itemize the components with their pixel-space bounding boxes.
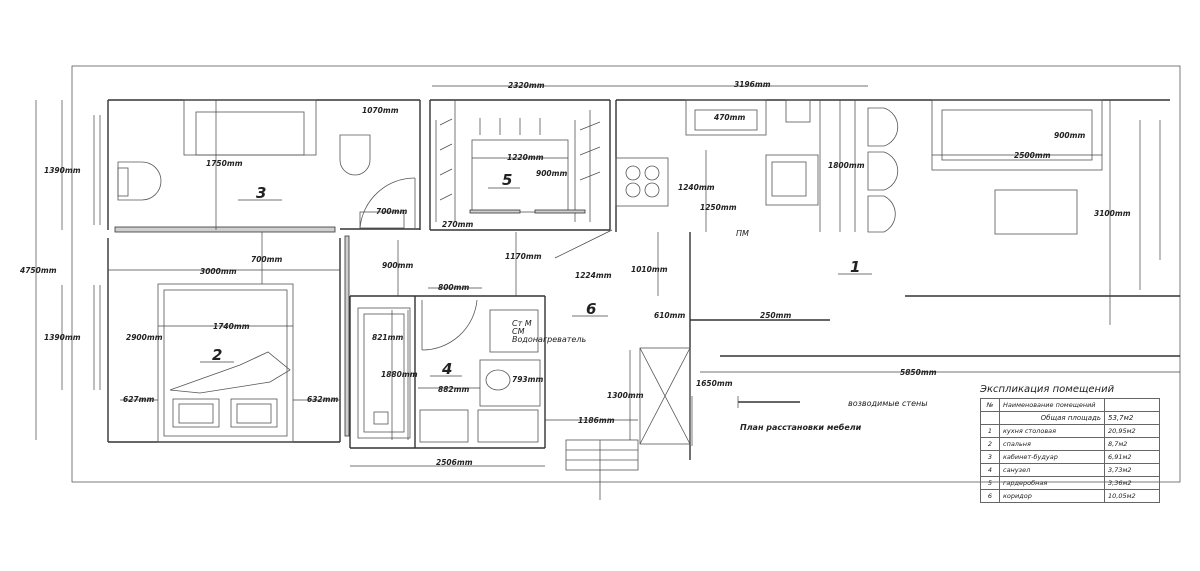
kitchen-furniture — [615, 99, 1103, 235]
dimension-label: 1880mm — [381, 370, 418, 379]
dimension-label: 2320mm — [508, 81, 545, 90]
new-walls-label: возводимые стены — [848, 399, 928, 408]
bathroom-fixtures — [357, 299, 541, 443]
legend-row-area: 3,73м2 — [1104, 463, 1160, 477]
dimension-label: 1390mm — [44, 333, 81, 342]
room-number: 5 — [502, 171, 512, 189]
legend-row-name: спальня — [999, 437, 1105, 451]
dimension-label: 900mm — [536, 169, 567, 178]
room-number: 1 — [850, 258, 860, 276]
legend-total-row: Общая площадь 53,7м2 — [980, 411, 1160, 425]
room-number: 6 — [586, 300, 596, 318]
legend-row-area: 6,91м2 — [1104, 450, 1160, 464]
dimension-label: 627mm — [123, 395, 154, 404]
room-5-walls — [429, 99, 611, 231]
legend-row: 2 спальня 8,7м2 — [980, 437, 1160, 451]
legend-row-name: кабинет-будуар — [999, 450, 1105, 464]
dimension-label: 1300mm — [607, 391, 644, 400]
dimension-label: 1740mm — [213, 322, 250, 331]
legend-total-num — [980, 411, 1000, 425]
appliance-label: Ст М — [512, 319, 532, 328]
dimension-label: 2900mm — [126, 333, 163, 342]
dimension-label: 900mm — [382, 261, 413, 270]
legend-title: Экспликация помещений — [980, 384, 1115, 395]
dimension-label: 882mm — [438, 385, 469, 394]
dimension-label: 2506mm — [436, 458, 473, 467]
dimension-label: 1750mm — [206, 159, 243, 168]
room-number: 2 — [212, 346, 222, 364]
dimension-label: 700mm — [251, 255, 282, 264]
legend-header-num: № — [980, 398, 1000, 412]
legend-header-row: № Наименование помещений — [980, 398, 1160, 412]
legend-row-num: 4 — [980, 463, 1000, 477]
legend-row-area: 10,05м2 — [1104, 489, 1160, 503]
legend-total-value: 53,7м2 — [1104, 411, 1160, 425]
legend-row-num: 6 — [980, 489, 1000, 503]
dimension-label: 793mm — [512, 375, 543, 384]
appliance-label: СМ — [512, 327, 525, 336]
room-legend: Экспликация помещений № Наименование пом… — [980, 384, 1160, 503]
wardrobe-racks — [435, 100, 601, 222]
legend-row-name: коридор — [999, 489, 1105, 503]
dimension-label: 4750mm — [20, 266, 57, 275]
dimension-label: 3196mm — [734, 80, 771, 89]
dimension-label: 1220mm — [507, 153, 544, 162]
dimension-label: 2500mm — [1014, 151, 1051, 160]
dimension-label: 632mm — [307, 395, 338, 404]
legend-row-name: санузел — [999, 463, 1105, 477]
dimension-label: 1390mm — [44, 166, 81, 175]
dimension-label: 900mm — [1054, 131, 1085, 140]
corridor-elements — [344, 229, 800, 500]
legend-row-num: 2 — [980, 437, 1000, 451]
legend-row: 4 санузел 3,73м2 — [980, 463, 1160, 477]
dimension-label: 1070mm — [362, 106, 399, 115]
dimension-label: 1240mm — [678, 183, 715, 192]
dimension-label: 821mm — [372, 333, 403, 342]
dimension-label: 1650mm — [696, 379, 733, 388]
legend-row-num: 3 — [980, 450, 1000, 464]
dimension-label: 3000mm — [200, 267, 237, 276]
legend-row-num: 5 — [980, 476, 1000, 490]
dimension-label: 610mm — [654, 311, 685, 320]
legend-row-name: гардеробная — [999, 476, 1105, 490]
legend-row-area: 20,95м2 — [1104, 424, 1160, 438]
plan-title: План расстановки мебели — [740, 422, 862, 432]
room-number: 3 — [256, 184, 266, 202]
legend-row-name: кухня столовая — [999, 424, 1105, 438]
dimension-label: 1186mm — [578, 416, 615, 425]
legend-table: № Наименование помещений Общая площадь 5… — [980, 398, 1160, 503]
plan-frame — [71, 65, 1181, 483]
dimension-label: 1170mm — [505, 252, 542, 261]
legend-header-name: Наименование помещений — [999, 398, 1105, 412]
dimension-label: 3100mm — [1094, 209, 1131, 218]
room-2-walls — [93, 238, 341, 443]
dimension-label: 1010mm — [631, 265, 668, 274]
dimension-lines — [35, 85, 1180, 467]
legend-header-area — [1104, 398, 1160, 412]
dimension-label: 1800mm — [828, 161, 865, 170]
dimension-label: 270mm — [442, 220, 473, 229]
legend-row: 5 гардеробная 3,36м2 — [980, 476, 1160, 490]
legend-row-num: 1 — [980, 424, 1000, 438]
legend-row: 6 коридор 10,05м2 — [980, 489, 1160, 503]
dimension-label: 250mm — [760, 311, 791, 320]
room-3-furniture — [117, 99, 416, 229]
legend-row-area: 8,7м2 — [1104, 437, 1160, 451]
bed — [157, 283, 294, 443]
dimension-label: 5850mm — [900, 368, 937, 377]
legend-total-label: Общая площадь — [999, 411, 1105, 425]
legend-row-area: 3,36м2 — [1104, 476, 1160, 490]
room-number: 4 — [441, 360, 452, 378]
pm-label: ПМ — [736, 229, 749, 238]
legend-row: 1 кухня столовая 20,95м2 — [980, 424, 1160, 438]
dimension-label: 1224mm — [575, 271, 612, 280]
legend-row: 3 кабинет-будуар 6,91м2 — [980, 450, 1160, 464]
appliance-label: Водонагреватель — [512, 335, 586, 344]
dimension-label: 1250mm — [700, 203, 737, 212]
dimension-label: 800mm — [438, 283, 469, 292]
dimension-label: 700mm — [376, 207, 407, 216]
room-4-walls — [349, 295, 546, 449]
dimension-label: 470mm — [714, 113, 745, 122]
